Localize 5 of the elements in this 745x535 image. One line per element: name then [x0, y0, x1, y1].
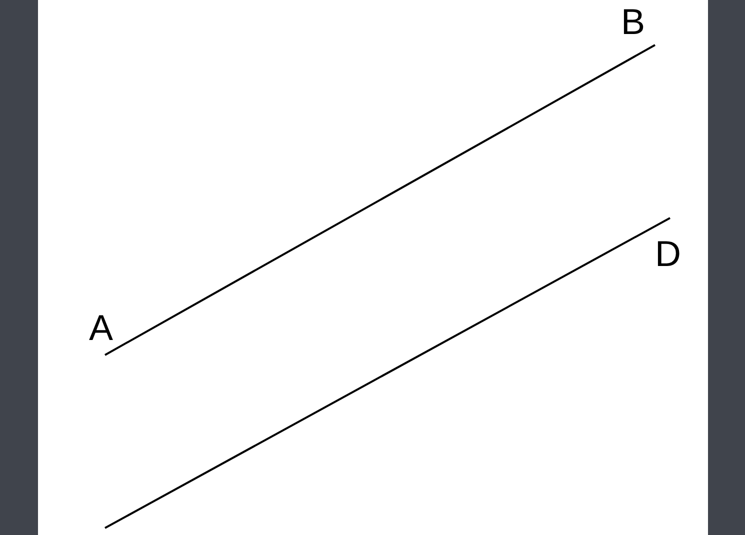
point-label: D — [655, 236, 681, 272]
line-segment — [104, 44, 656, 356]
point-label: B — [621, 4, 646, 40]
point-label: A — [89, 310, 114, 346]
line-segment — [104, 217, 670, 529]
